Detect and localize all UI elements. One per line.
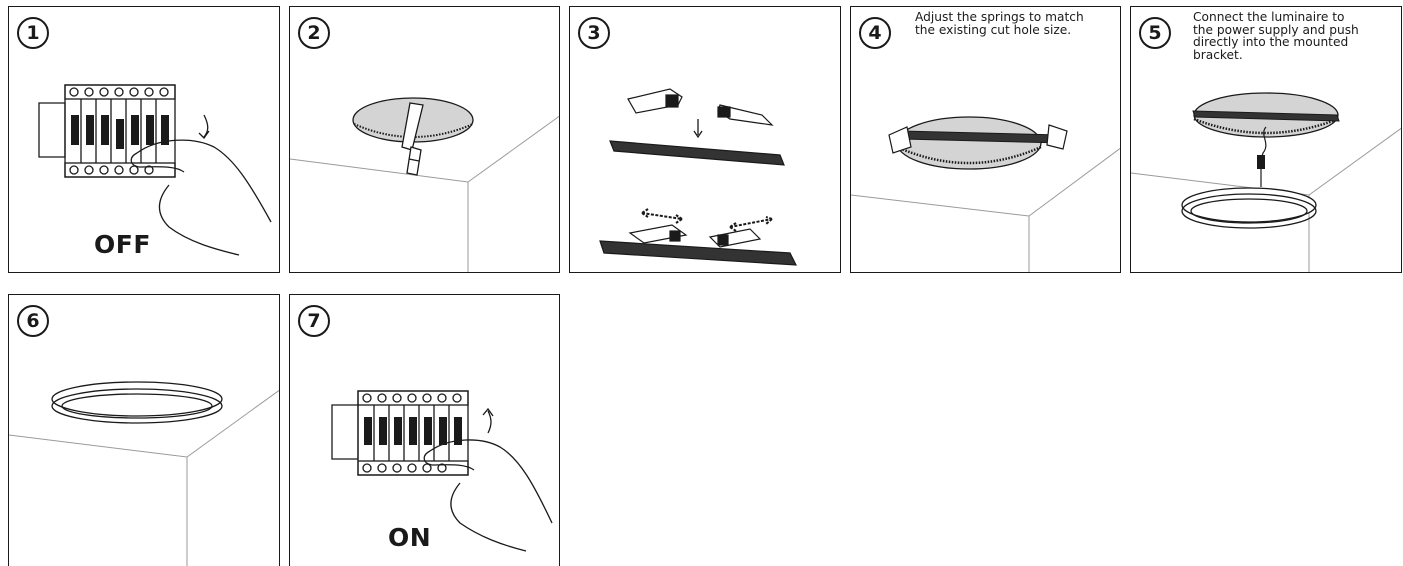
step-7-panel: 7 ON bbox=[289, 294, 560, 566]
step-caption: Adjust the springs to match the existing… bbox=[915, 11, 1084, 36]
spring-bracket-assembly-illustration bbox=[570, 7, 841, 273]
step-number-badge: 3 bbox=[578, 17, 610, 49]
saw-cut-illustration bbox=[290, 7, 560, 273]
step-number-badge: 2 bbox=[298, 17, 330, 49]
step-number-badge: 6 bbox=[17, 305, 49, 337]
step-number-badge: 5 bbox=[1139, 17, 1171, 49]
off-label: OFF bbox=[94, 230, 151, 259]
step-number-badge: 1 bbox=[17, 17, 49, 49]
installed-luminaire-illustration bbox=[9, 295, 280, 566]
spring-adjust-illustration bbox=[851, 7, 1121, 273]
step-4-panel: 4 Adjust the springs to match the existi… bbox=[850, 6, 1121, 273]
step-1-panel: 1 OFF bbox=[8, 6, 280, 273]
step-caption: Connect the luminaire to the power suppl… bbox=[1193, 11, 1359, 61]
step-number-badge: 7 bbox=[298, 305, 330, 337]
step-3-panel: 3 bbox=[569, 6, 841, 273]
step-5-panel: 5 Connect the luminaire to the power sup… bbox=[1130, 6, 1402, 273]
on-label: ON bbox=[388, 523, 431, 552]
step-number-badge: 4 bbox=[859, 17, 891, 49]
step-2-panel: 2 bbox=[289, 6, 560, 273]
step-6-panel: 6 bbox=[8, 294, 280, 566]
